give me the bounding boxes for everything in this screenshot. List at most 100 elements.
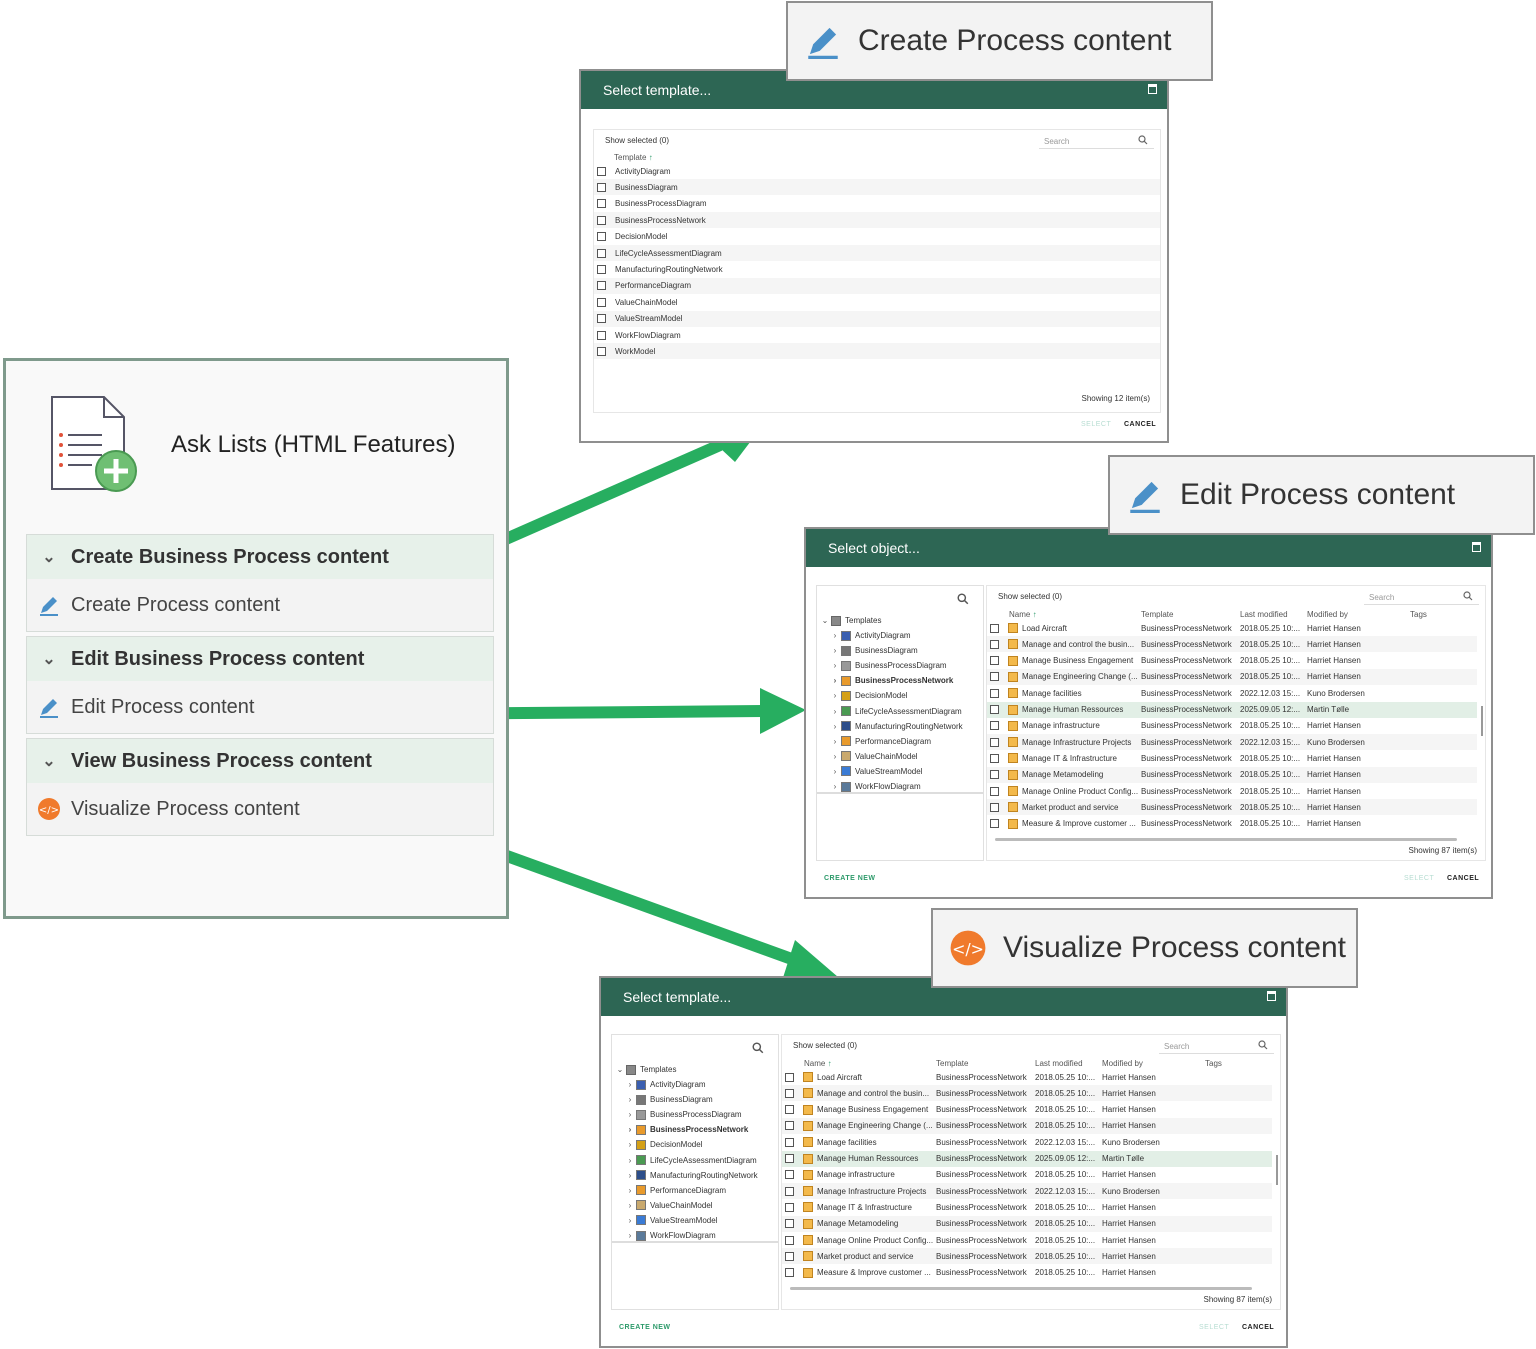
row-checkbox[interactable] bbox=[785, 1219, 794, 1229]
tree-item[interactable]: ›ValueChainModel bbox=[829, 749, 918, 764]
section-header-edit[interactable]: ⌄ Edit Business Process content bbox=[27, 637, 493, 681]
row-checkbox[interactable] bbox=[785, 1202, 794, 1212]
column-header[interactable]: Template bbox=[936, 1059, 968, 1068]
template-row[interactable]: WorkModel bbox=[594, 343, 1160, 360]
horizontal-scrollbar[interactable] bbox=[790, 1287, 1252, 1290]
row-checkbox[interactable] bbox=[990, 737, 999, 747]
row-checkbox[interactable] bbox=[785, 1088, 794, 1098]
row-checkbox[interactable] bbox=[597, 166, 606, 176]
tree-item[interactable]: ›LifeCycleAssessmentDiagram bbox=[624, 1153, 757, 1168]
column-header[interactable]: Last modified bbox=[1035, 1059, 1083, 1068]
tree-item[interactable]: ›ManufacturingRoutingNetwork bbox=[624, 1168, 758, 1183]
create-new-button[interactable]: CREATE NEW bbox=[619, 1324, 671, 1331]
cancel-button[interactable]: CANCEL bbox=[1447, 875, 1480, 882]
template-row[interactable]: ValueStreamModel bbox=[594, 310, 1160, 327]
template-row[interactable]: ActivityDiagram bbox=[594, 163, 1160, 179]
row-checkbox[interactable] bbox=[785, 1154, 794, 1163]
maximize-icon[interactable] bbox=[1472, 542, 1481, 552]
row-checkbox[interactable] bbox=[785, 1186, 794, 1196]
row-checkbox[interactable] bbox=[597, 264, 606, 274]
table-row[interactable]: Manage and control the busin...BusinessP… bbox=[987, 636, 1477, 653]
tree-root[interactable]: ⌄Templates bbox=[819, 613, 881, 628]
row-checkbox[interactable] bbox=[990, 753, 999, 763]
template-row[interactable]: PerformanceDiagram bbox=[594, 277, 1160, 294]
table-row[interactable]: Manage Online Product Config...BusinessP… bbox=[987, 783, 1477, 799]
tree-item[interactable]: ›WorkFlowDiagram bbox=[624, 1228, 716, 1243]
template-row[interactable]: ValueChainModel bbox=[594, 294, 1160, 310]
select-button[interactable]: SELECT bbox=[1404, 875, 1435, 882]
row-checkbox[interactable] bbox=[785, 1072, 794, 1082]
tree-item[interactable]: ›BusinessDiagram bbox=[624, 1092, 713, 1107]
edit-process-content-link[interactable]: Edit Process content bbox=[27, 681, 493, 733]
template-row[interactable]: WorkFlowDiagram bbox=[594, 327, 1160, 343]
row-checkbox[interactable] bbox=[785, 1105, 794, 1115]
tree-item[interactable]: ›ActivityDiagram bbox=[624, 1077, 706, 1092]
tree-item[interactable]: ›BusinessProcessNetwork bbox=[829, 673, 953, 688]
row-checkbox[interactable] bbox=[990, 656, 999, 666]
row-checkbox[interactable] bbox=[990, 786, 999, 796]
table-row[interactable]: Measure & Improve customer ...BusinessPr… bbox=[987, 816, 1477, 830]
maximize-icon[interactable] bbox=[1267, 991, 1276, 1001]
row-checkbox[interactable] bbox=[597, 314, 606, 324]
show-selected-toggle[interactable]: Show selected (0) bbox=[793, 1041, 858, 1050]
vertical-scrollbar[interactable] bbox=[1276, 1155, 1278, 1185]
row-checkbox[interactable] bbox=[990, 705, 999, 714]
tree-item[interactable]: ›ManufacturingRoutingNetwork bbox=[829, 719, 963, 734]
template-row[interactable]: DecisionModel bbox=[594, 229, 1160, 245]
tree-item[interactable]: ›ValueStreamModel bbox=[624, 1213, 717, 1228]
column-template-header[interactable]: Template ↑ bbox=[614, 153, 653, 162]
row-checkbox[interactable] bbox=[990, 721, 999, 731]
row-checkbox[interactable] bbox=[597, 232, 606, 242]
tree-item[interactable]: ›DecisionModel bbox=[829, 688, 907, 703]
row-checkbox[interactable] bbox=[785, 1251, 794, 1261]
row-checkbox[interactable] bbox=[785, 1121, 794, 1131]
cancel-button[interactable]: CANCEL bbox=[1124, 421, 1157, 428]
row-checkbox[interactable] bbox=[990, 688, 999, 698]
template-row[interactable]: BusinessDiagram bbox=[594, 179, 1160, 196]
column-header[interactable]: Modified by bbox=[1102, 1059, 1143, 1068]
tree-item[interactable]: ›BusinessProcessDiagram bbox=[829, 658, 947, 673]
tree-item[interactable]: ›LifeCycleAssessmentDiagram bbox=[829, 704, 962, 719]
show-selected-toggle[interactable]: Show selected (0) bbox=[998, 592, 1063, 601]
tree-item[interactable]: ›PerformanceDiagram bbox=[624, 1183, 726, 1198]
section-header-view[interactable]: ⌄ View Business Process content bbox=[27, 739, 493, 783]
column-header[interactable]: Template bbox=[1141, 610, 1173, 619]
row-checkbox[interactable] bbox=[990, 802, 999, 812]
section-header-create[interactable]: ⌄ Create Business Process content bbox=[27, 535, 493, 579]
select-button[interactable]: SELECT bbox=[1199, 1324, 1230, 1331]
visualize-process-content-link[interactable]: </> Visualize Process content bbox=[27, 783, 493, 835]
template-row[interactable]: LifeCycleAssessmentDiagram bbox=[594, 245, 1160, 261]
create-new-button[interactable]: CREATE NEW bbox=[824, 875, 876, 882]
tree-item[interactable]: ›DecisionModel bbox=[624, 1137, 702, 1152]
tree-root[interactable]: ⌄Templates bbox=[614, 1062, 676, 1077]
column-header[interactable]: Last modified bbox=[1240, 610, 1288, 619]
search-icon[interactable] bbox=[957, 593, 969, 605]
row-checkbox[interactable] bbox=[785, 1235, 794, 1245]
search-input[interactable]: Search bbox=[1039, 132, 1154, 149]
table-row[interactable]: Manage and control the busin...BusinessP… bbox=[782, 1085, 1272, 1102]
row-checkbox[interactable] bbox=[990, 639, 999, 649]
show-selected-toggle[interactable]: Show selected (0) bbox=[605, 136, 670, 145]
row-checkbox[interactable] bbox=[597, 330, 606, 340]
row-checkbox[interactable] bbox=[990, 672, 999, 682]
tree-item[interactable]: ›ValueChainModel bbox=[624, 1198, 713, 1213]
cancel-button[interactable]: CANCEL bbox=[1242, 1324, 1275, 1331]
tree-item[interactable]: ›BusinessProcessDiagram bbox=[624, 1107, 742, 1122]
template-row[interactable]: BusinessProcessDiagram bbox=[594, 196, 1160, 212]
